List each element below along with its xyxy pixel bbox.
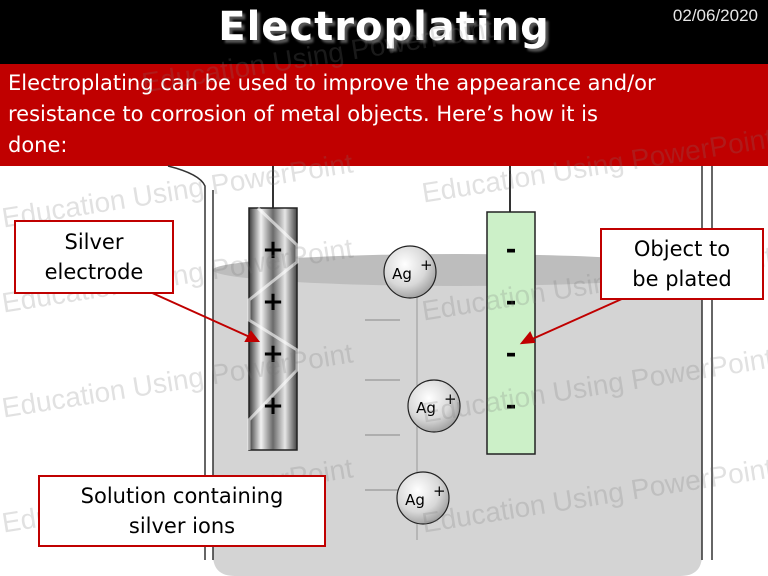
label-line: electrode <box>44 260 144 284</box>
silver-ion: Ag + <box>407 379 461 433</box>
intro-line-3: done: <box>8 133 68 157</box>
plus-sign: + <box>262 391 284 421</box>
plus-sign: + <box>262 339 284 369</box>
object-to-be-plated <box>486 211 536 455</box>
ion-symbol: Ag <box>392 265 412 283</box>
label-line: be plated <box>632 267 732 291</box>
intro-line-1: Electroplating can be used to improve th… <box>8 71 656 95</box>
silver-ion: Ag + <box>396 471 450 525</box>
title-bar: Electroplating 02/06/2020 <box>0 0 768 64</box>
intro-panel: Electroplating can be used to improve th… <box>0 64 768 166</box>
page-title: Electroplating <box>218 4 550 50</box>
minus-sign: - <box>506 339 517 369</box>
plus-sign: + <box>262 287 284 317</box>
plus-sign: + <box>262 235 284 265</box>
cathode-signs: - - - - <box>506 235 517 421</box>
slide-date: 02/06/2020 <box>672 6 758 25</box>
label-line: Object to <box>633 237 731 261</box>
object-to-be-plated-label: Object to be plated <box>600 228 764 300</box>
ion-charge: + <box>433 482 446 500</box>
label-line: Silver <box>64 230 124 254</box>
anode-signs: + + + + <box>262 235 284 421</box>
intro-text: Electroplating can be used to improve th… <box>8 68 760 161</box>
intro-line-2: resistance to corrosion of metal objects… <box>8 102 598 126</box>
solution-label: Solution containing silver ions <box>38 475 326 547</box>
silver-electrode-label: Silver electrode <box>14 220 174 294</box>
ion-charge: + <box>444 390 457 408</box>
minus-sign: - <box>506 287 517 317</box>
ion-charge: + <box>420 256 433 274</box>
label-arrows <box>149 291 625 345</box>
minus-sign: - <box>506 235 517 265</box>
label-line: Solution containing <box>80 484 284 508</box>
label-line: silver ions <box>128 514 236 538</box>
silver-electrode <box>247 206 299 451</box>
silver-ion: Ag + <box>383 245 437 299</box>
ion-symbol: Ag <box>416 399 436 417</box>
ion-symbol: Ag <box>405 491 425 509</box>
minus-sign: - <box>506 391 517 421</box>
